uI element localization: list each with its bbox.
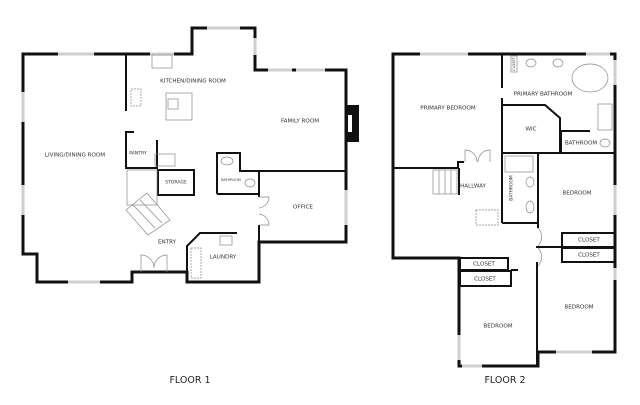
room-label-closet-3: CLOSET [473, 262, 495, 268]
floor-1-windows [21, 26, 348, 284]
floor-1-title: FLOOR 1 [169, 375, 210, 386]
floor-2-windows [420, 52, 617, 368]
room-label-pantry: PANTRY [129, 151, 147, 157]
room-label-closet-1: CLOSET [578, 238, 600, 244]
room-label-bedroom-1: BEDROOM [562, 191, 591, 197]
room-label-bedroom-2: BEDROOM [564, 305, 593, 311]
room-label-primary-bedroom: PRIMARY BEDROOM [420, 106, 476, 112]
room-label-bathroom-small: BATHROOM [565, 141, 598, 147]
room-label-office: OFFICE [293, 205, 313, 211]
floor-2-exterior-wall [391, 52, 617, 368]
floor-2-title: FLOOR 2 [484, 375, 525, 386]
floor-2-fixtures [432, 55, 613, 267]
room-label-kitchen: KITCHEN/DINING ROOM [160, 79, 226, 85]
room-label-storage: STORAGE [165, 180, 187, 186]
floor-2-plan: PRIMARY BEDROOM PRIMARY BATHROOM CLOSET … [391, 52, 617, 386]
room-label-living: LIVING/DINING ROOM [45, 153, 105, 159]
floor-1-interior-walls [125, 54, 346, 282]
room-label-primary-bathroom: PRIMARY BATHROOM [514, 92, 573, 98]
room-label-closet-2: CLOSET [578, 253, 600, 259]
floor-2-interior-walls [393, 54, 616, 366]
room-label-laundry: LAUNDRY [210, 255, 237, 261]
floor-1-plan: KITCHEN/DINING ROOM FAMILY ROOM LIVING/D… [21, 26, 359, 386]
room-label-hallway: HALLWAY [460, 184, 486, 190]
room-label-bathroom: BATHROOM [221, 178, 241, 182]
room-label-hall-bathroom: BATHROOM [509, 175, 515, 201]
room-label-closet-4: CLOSET [474, 277, 496, 283]
room-label-wic: WIC [525, 127, 536, 133]
room-label-family-room: FAMILY ROOM [281, 119, 319, 125]
room-label-bedroom-3: BEDROOM [483, 324, 512, 330]
room-label-primary-closet: CLOSET [512, 56, 516, 70]
floor-1-exterior-wall [21, 26, 348, 284]
room-label-entry: ENTRY [158, 240, 177, 246]
floor-1-fixtures [125, 54, 270, 279]
